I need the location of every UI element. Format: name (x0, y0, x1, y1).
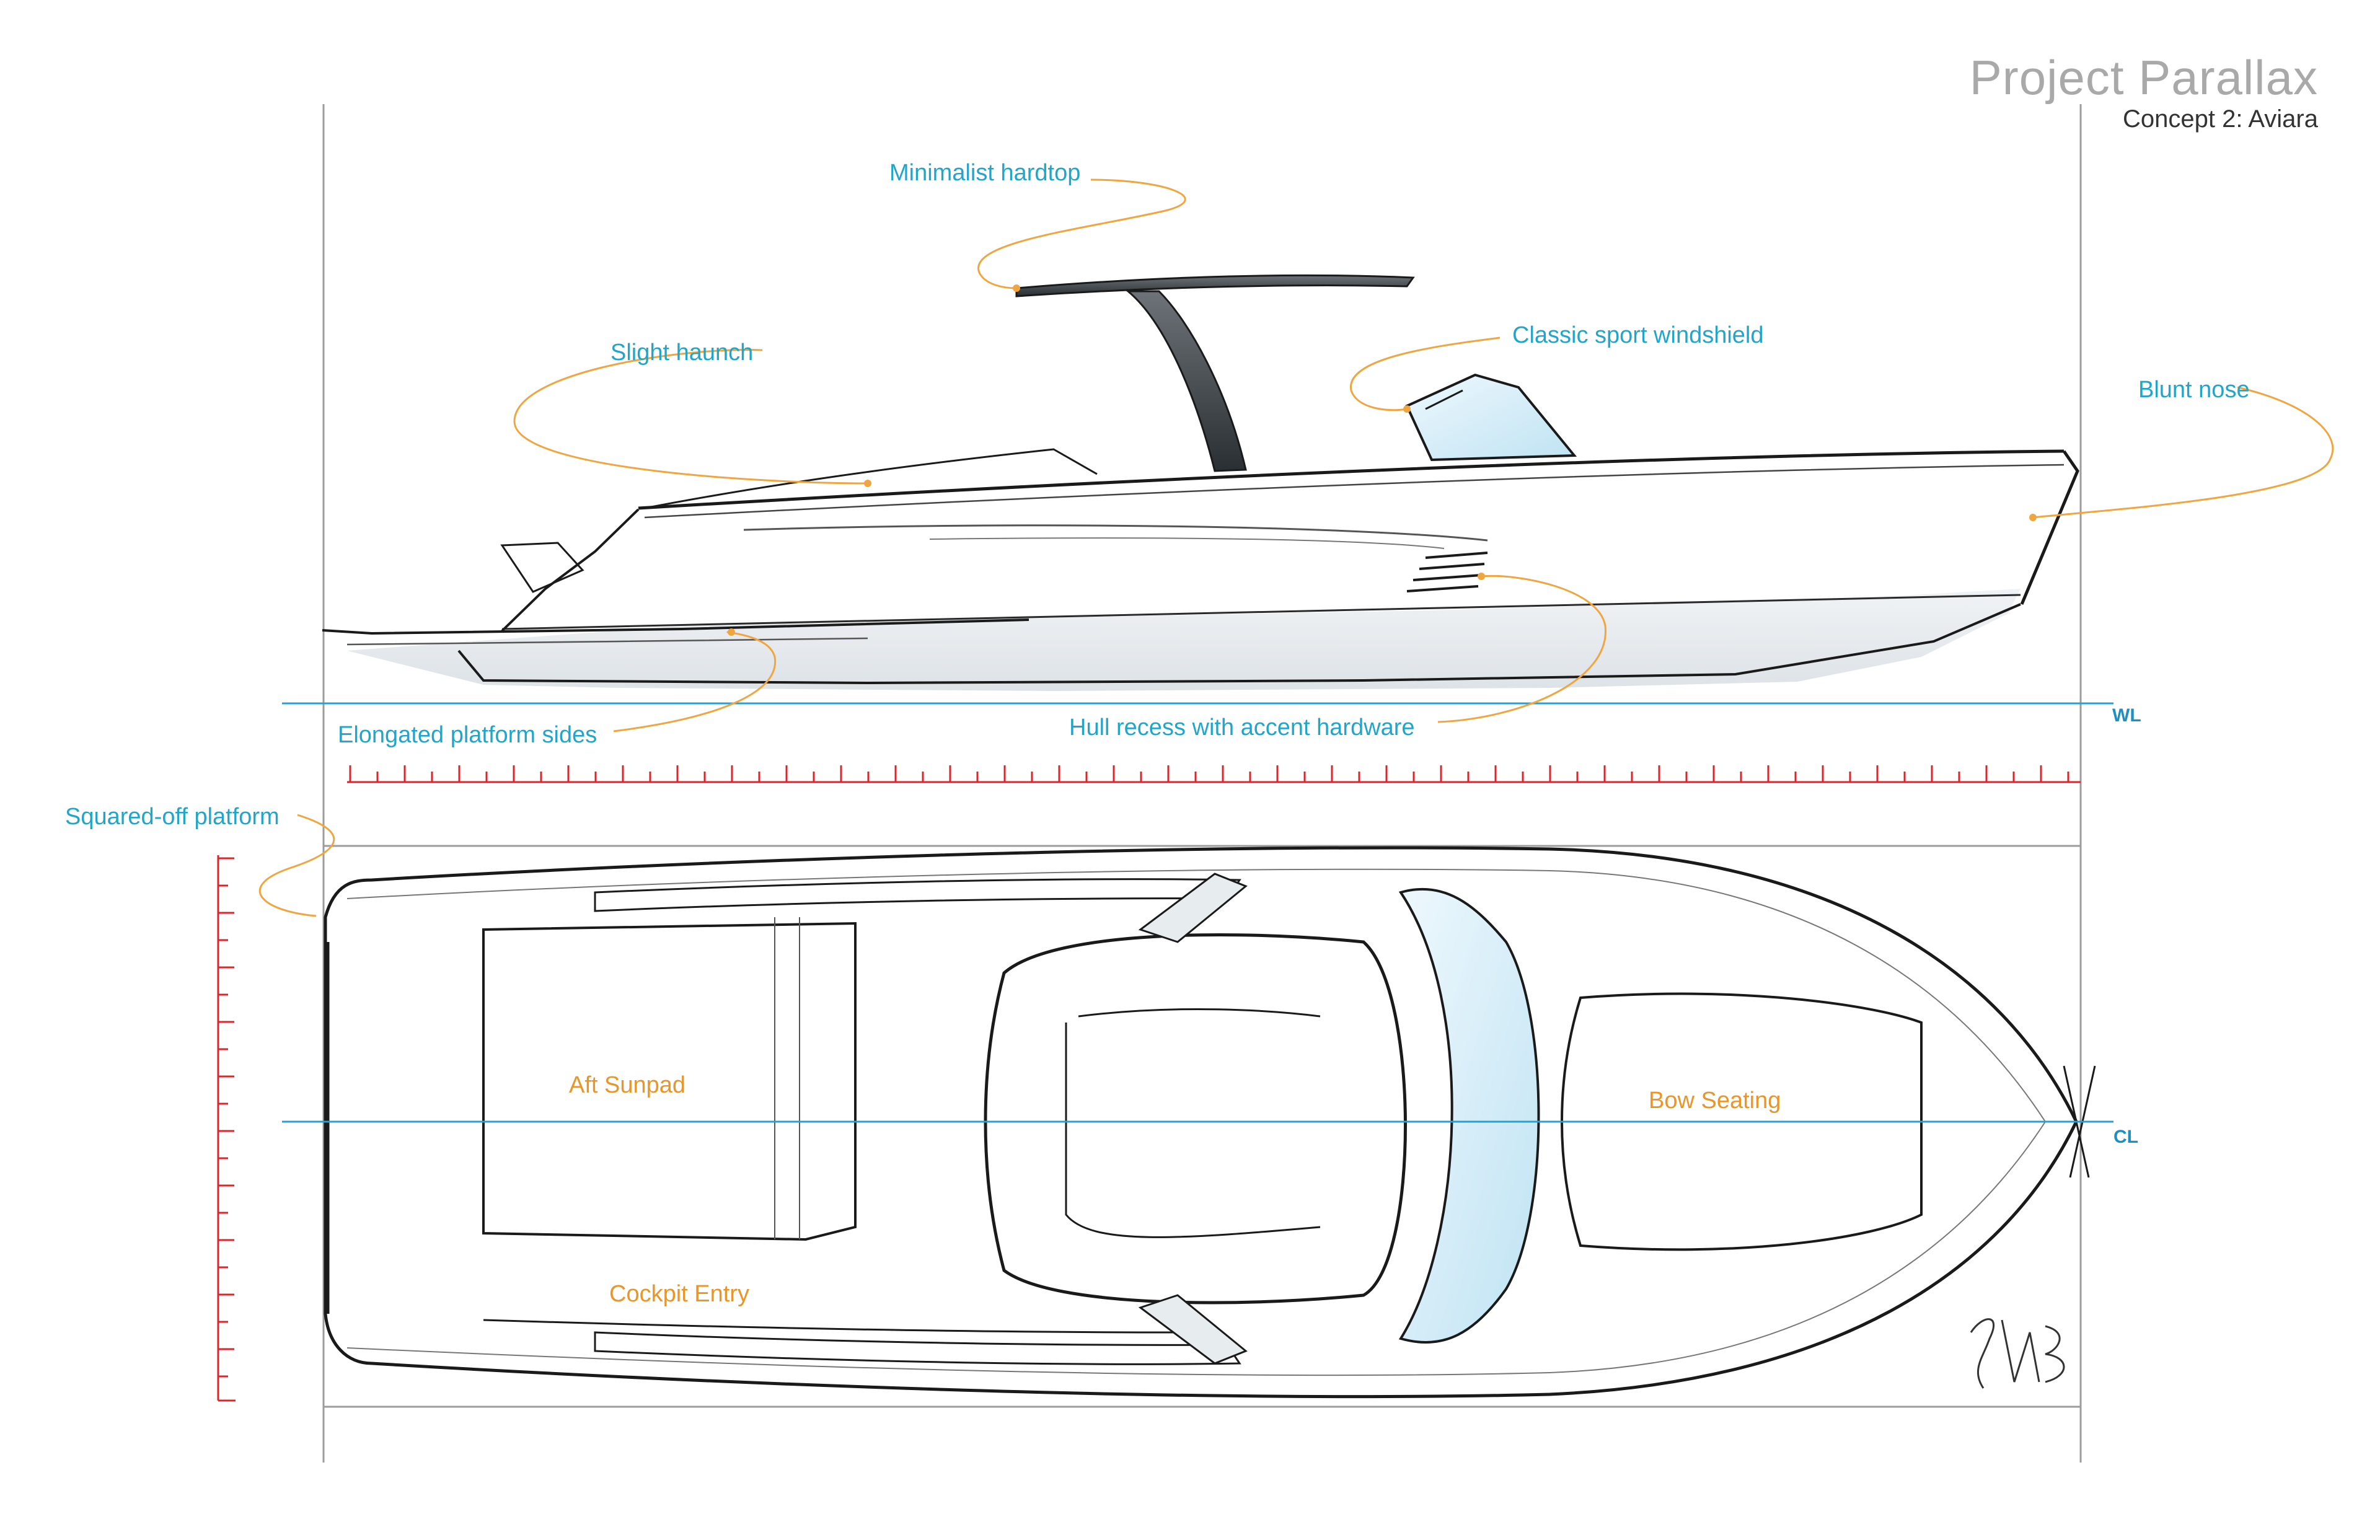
sunpad-divider (774, 917, 800, 1239)
leader-hardtop (977, 178, 1186, 289)
callout-elongated-platform-sides: Elongated platform sides (338, 722, 597, 748)
sport-windshield (1405, 373, 1577, 462)
cockpit-helm-seat (1065, 1008, 1321, 1238)
callout-squared-off-platform: Squared-off platform (65, 804, 280, 830)
leader-haunch (513, 349, 868, 485)
sheer-line-lower (644, 464, 2065, 519)
centerline-label: CL (2113, 1127, 2138, 1147)
callout-classic-sport-windshield: Classic sport windshield (1512, 322, 1764, 348)
callout-hull-recess: Hull recess with accent hardware (1069, 715, 1415, 741)
blunt-nose (2020, 450, 2079, 605)
leader-squared-platform (258, 814, 335, 917)
side-profile-view (322, 274, 2079, 691)
horizontal-scale (347, 765, 2081, 783)
callout-blunt-nose: Blunt nose (2138, 377, 2250, 403)
callout-slight-haunch: Slight haunch (610, 340, 754, 366)
cockpit-entry-walkway (483, 1319, 1178, 1334)
leader-platform-sides (613, 631, 777, 733)
concept-subtitle: Concept 2: Aviara (2122, 105, 2318, 133)
aft-sunpad-cushion (482, 922, 857, 1241)
side-sweep (743, 524, 1488, 542)
zone-bow-seating: Bow Seating (1649, 1088, 1781, 1114)
stern-detail (500, 542, 584, 593)
windshield-frame (1425, 389, 1463, 410)
cockpit-hardtop-outline (984, 933, 1407, 1305)
stern-profile (501, 508, 640, 632)
hull-keel-line (457, 603, 2021, 685)
waterline-label: WL (2112, 705, 2141, 726)
platform-underside (346, 637, 868, 646)
plan-pillar-starboard (1138, 1294, 1248, 1365)
leader-hull-recess (1437, 574, 1606, 723)
hardtop-pillar (1125, 290, 1247, 472)
plan-view (324, 846, 2096, 1399)
hardtop-roof (1015, 274, 1415, 297)
hull-shade (347, 589, 2021, 691)
callout-minimalist-hardtop: Minimalist hardtop (889, 160, 1081, 186)
haunch-line (644, 448, 1098, 509)
project-title: Project Parallax (1969, 50, 2318, 105)
callout-leaders (258, 178, 2334, 917)
swim-platform (322, 618, 1029, 635)
side-sweep-2 (929, 537, 1445, 549)
zone-aft-sunpad: Aft Sunpad (569, 1072, 686, 1098)
leader-windshield (1350, 337, 1501, 411)
leader-end-dots (728, 284, 2037, 636)
zone-cockpit-entry: Cockpit Entry (609, 1281, 749, 1307)
hull-accent-hardware (1406, 552, 1488, 592)
plan-windshield (1398, 887, 1540, 1344)
sheer-line (638, 449, 2065, 510)
vertical-scale (217, 855, 236, 1402)
hull-chine (501, 594, 2021, 630)
artist-signature-icon (1970, 1318, 2065, 1389)
plan-pillar-port (1138, 873, 1248, 943)
leader-nose (2032, 386, 2334, 519)
